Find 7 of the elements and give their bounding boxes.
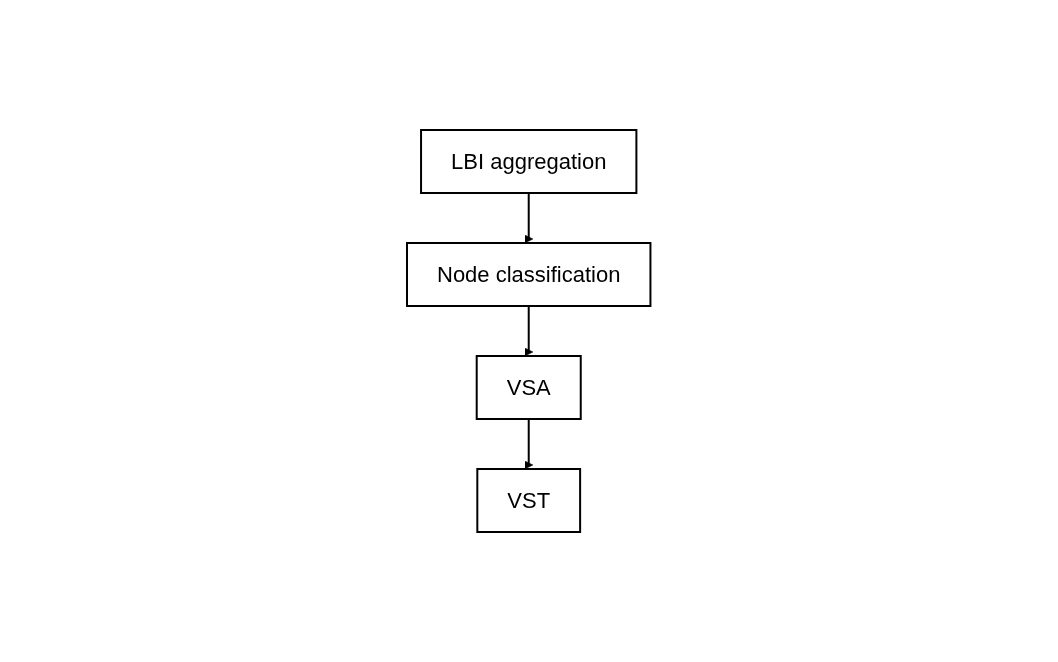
arrow: [524, 418, 534, 470]
node-box: VST: [476, 468, 582, 533]
node-box: VSA: [476, 355, 582, 420]
node-box: Node classification: [406, 242, 652, 307]
arrow: [524, 305, 534, 357]
arrow: [524, 192, 534, 244]
node-box: LBI aggregation: [420, 129, 638, 194]
